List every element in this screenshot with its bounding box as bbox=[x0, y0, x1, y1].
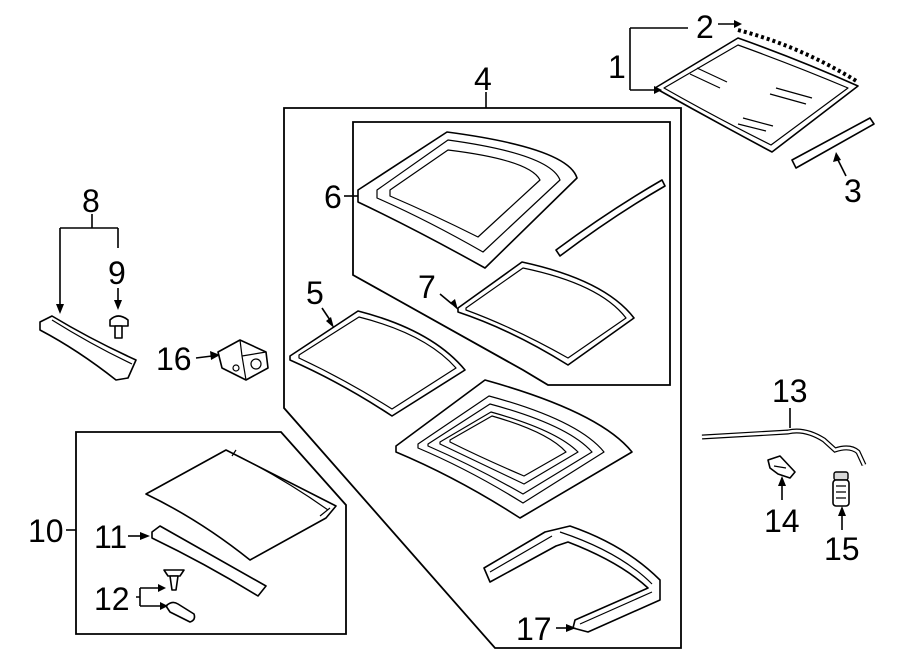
callout-10: 10 bbox=[28, 513, 64, 549]
glass-panel-assembly bbox=[654, 37, 859, 153]
hose-clamp bbox=[767, 455, 796, 479]
callout-7: 7 bbox=[418, 269, 436, 305]
group-box-10 bbox=[75, 431, 347, 635]
callout-13: 13 bbox=[772, 373, 808, 409]
motor-bracket bbox=[217, 339, 269, 381]
leader-lines bbox=[56, 20, 847, 632]
clip-12 bbox=[165, 601, 196, 623]
callout-5: 5 bbox=[306, 275, 324, 311]
sunshade bbox=[145, 449, 337, 561]
sunroof-frame bbox=[357, 131, 578, 269]
callout-16: 16 bbox=[156, 341, 192, 377]
drain-hose bbox=[701, 428, 867, 467]
group-box-6-7 bbox=[352, 121, 671, 386]
callout-15: 15 bbox=[824, 531, 860, 567]
callout-2: 2 bbox=[696, 9, 714, 45]
callout-12: 12 bbox=[94, 581, 130, 617]
callout-17: 17 bbox=[516, 611, 552, 647]
callout-9: 9 bbox=[108, 255, 126, 291]
trim-rail bbox=[39, 315, 137, 381]
callout-8: 8 bbox=[82, 183, 100, 219]
sunshade-rail bbox=[151, 525, 267, 597]
callout-4: 4 bbox=[474, 61, 492, 97]
screw-9 bbox=[109, 315, 129, 339]
drain-valve bbox=[832, 471, 850, 507]
seal-panel-5 bbox=[289, 310, 466, 417]
group-box-4 bbox=[283, 107, 682, 649]
screw-12 bbox=[163, 569, 185, 591]
rear-seal-strip bbox=[791, 117, 875, 169]
callout-3: 3 bbox=[844, 173, 862, 209]
glass-seal-strip bbox=[737, 28, 860, 84]
callout-11: 11 bbox=[94, 519, 127, 555]
callout-1: 1 bbox=[608, 49, 626, 85]
seal-panel-7 bbox=[457, 261, 635, 366]
drain-frame bbox=[483, 525, 661, 633]
callout-6: 6 bbox=[324, 179, 342, 215]
sunroof-housing bbox=[395, 379, 633, 519]
deflector-strip bbox=[555, 179, 666, 257]
callout-14: 14 bbox=[764, 503, 800, 539]
